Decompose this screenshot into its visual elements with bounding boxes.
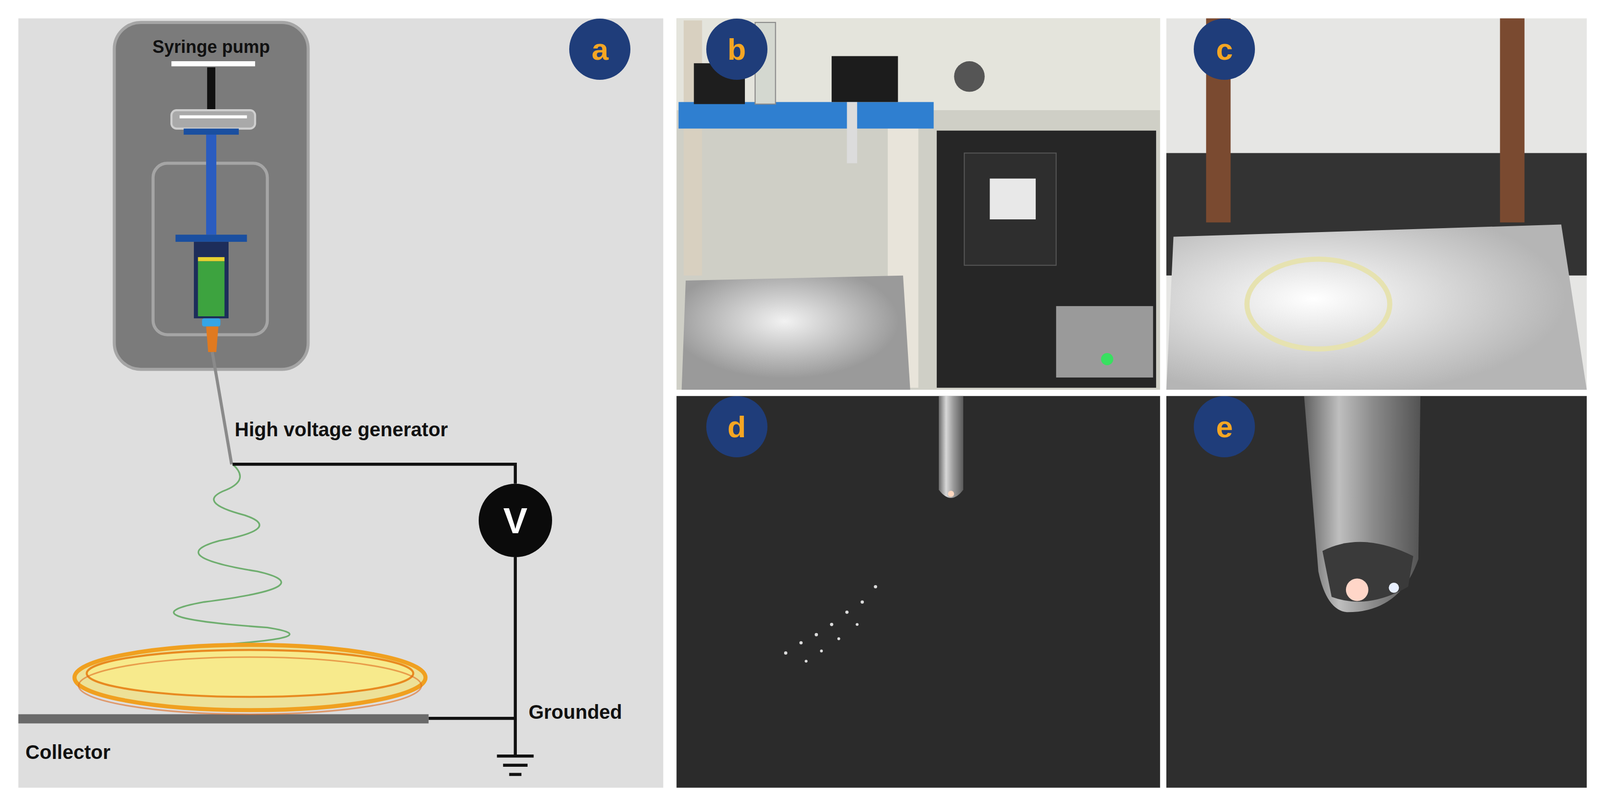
- node-letter: a: [591, 31, 609, 67]
- panel-badge: c: [1193, 18, 1255, 80]
- panel-background: [18, 18, 664, 788]
- photo-e-glow: [1345, 578, 1369, 602]
- node-letter: e: [1216, 409, 1233, 444]
- ground-wire: [513, 556, 517, 755]
- generator-label: High voltage generator: [234, 418, 449, 441]
- panel-badge: a: [569, 18, 631, 80]
- photo-b-pump: [831, 56, 899, 103]
- node-label: Syringe pump: [152, 36, 271, 58]
- fiber-jet: [173, 463, 290, 647]
- needle: [212, 351, 232, 464]
- voltage-wire: [232, 463, 515, 484]
- syringe-tip: [202, 318, 221, 327]
- pump-bar: [171, 61, 256, 67]
- syringe-flange: [175, 234, 248, 242]
- pump-plate-line: [179, 115, 248, 118]
- needle-hub: [206, 326, 219, 352]
- photo-b-case-lid: [964, 153, 1057, 266]
- node-letter: b: [727, 31, 746, 67]
- photo-d-drop: [948, 490, 955, 497]
- photo-b: [676, 18, 1160, 391]
- photo-b-generator: [1056, 305, 1154, 378]
- photo-c: [1166, 18, 1587, 391]
- photo-c-ring: [1247, 258, 1391, 349]
- panel-badge: b: [706, 18, 768, 80]
- photo-b-gauge: [953, 61, 985, 93]
- photo-b-indicator: [1101, 352, 1114, 366]
- collector-label: Collector: [25, 741, 111, 764]
- photo-e-needle: [1303, 395, 1421, 613]
- node-letter: V: [503, 499, 528, 542]
- petri-dish-edge: [78, 656, 422, 715]
- photo-c-leg: [1500, 18, 1525, 223]
- pump-label-box: Syringe pump: [114, 22, 309, 72]
- ground-symbol: [496, 754, 534, 758]
- node-letter: d: [727, 409, 746, 444]
- photo-b-note: [989, 178, 1036, 220]
- fluid-meniscus: [197, 256, 225, 261]
- petri-dish: [74, 644, 426, 710]
- syringe-barrel: [193, 241, 229, 319]
- voltmeter-circle: V: [478, 483, 553, 557]
- photo-b-tape: [678, 101, 934, 129]
- photo-d-droplets: [784, 584, 878, 663]
- syringe-fluid: [197, 260, 225, 317]
- pump-plate: [171, 110, 256, 129]
- plunger-top: [183, 128, 239, 136]
- plunger-rod: [206, 134, 217, 235]
- photo-e: [1166, 395, 1587, 788]
- pump-housing: [114, 22, 309, 370]
- photo-b-foil: [681, 275, 911, 390]
- panel-gap: [1159, 18, 1167, 788]
- photo-d-needle: [938, 395, 964, 498]
- photo-b-stand: [683, 20, 703, 276]
- collector-wire: [428, 716, 516, 720]
- photo-b-wall: [676, 18, 1160, 111]
- photo-b-syringe: [846, 101, 858, 163]
- ground-symbol: [509, 772, 522, 776]
- photo-e-liquid: [1322, 541, 1414, 602]
- photo-d: [676, 395, 1160, 788]
- node-letter: c: [1216, 31, 1233, 67]
- panel-badge: e: [1193, 395, 1255, 458]
- collector-plate: [18, 714, 429, 724]
- panel-gap: [676, 389, 1587, 396]
- ground-label: Grounded: [528, 700, 623, 723]
- pump-rod: [207, 67, 216, 111]
- photo-e-droplet: [1388, 582, 1399, 593]
- photo-c-foil: [1166, 224, 1587, 390]
- panel-badge: d: [706, 395, 768, 458]
- photo-b-case: [936, 130, 1157, 388]
- ground-symbol: [503, 763, 528, 767]
